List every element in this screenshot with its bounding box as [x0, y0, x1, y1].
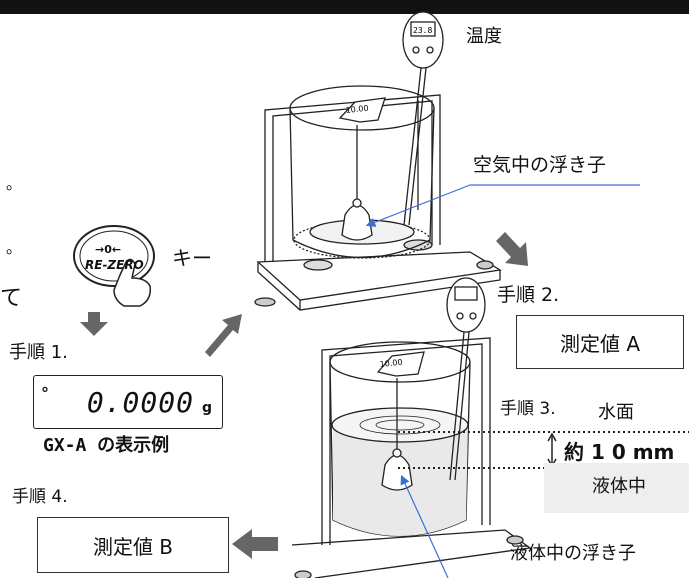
- value-a-text: 測定値 A: [559, 331, 641, 356]
- arrow-left-step4: [232, 529, 278, 559]
- arrow-diagonal-step2: [496, 232, 528, 266]
- arrow-diagonal-step1: [205, 314, 242, 357]
- rezero-key-text[interactable]: RE-ZERO: [85, 258, 144, 272]
- key-label: キー: [172, 246, 212, 270]
- lower-hook-value: 10.00: [379, 358, 403, 369]
- lcd-value: 0.0000: [86, 386, 194, 419]
- liquid-float-label: 液体中の浮き子: [510, 543, 636, 564]
- air-float-label: 空気中の浮き子: [473, 154, 607, 176]
- balance-lcd-display: ° 0.0000 g: [33, 375, 223, 429]
- liquid-float-leader: [400, 474, 449, 578]
- cut-text-dot-1: 。: [6, 174, 23, 193]
- value-b-text: 測定値 B: [92, 534, 174, 559]
- arrow-down-step1: [80, 312, 108, 336]
- air-float-leader: [365, 184, 471, 227]
- water-surface-label: 水面: [598, 402, 634, 423]
- upper-hook-value: 10.00: [345, 104, 369, 115]
- rezero-key-arrow: →0←: [95, 243, 122, 256]
- stable-indicator: °: [41, 384, 49, 403]
- in-liquid-shade: [544, 463, 689, 513]
- step1-label: 手順 1.: [9, 342, 68, 363]
- temperature-label: 温度: [466, 26, 502, 47]
- cut-text-dot-2: 。: [6, 238, 23, 257]
- step4-label: 手順 4.: [12, 487, 68, 507]
- lcd-unit: g: [201, 400, 212, 416]
- process-arrows: [80, 232, 528, 559]
- depth-10mm-label: 約 1 0 mm: [564, 440, 675, 464]
- display-example-caption: GX-A の表示例: [43, 435, 170, 456]
- upper-thermo-readout: 23.8: [413, 26, 432, 35]
- step3-label: 手順 3.: [500, 399, 556, 419]
- step2-label: 手順 2.: [497, 284, 560, 306]
- value-a-box: 測定値 A: [516, 315, 684, 369]
- cut-text-te: て: [0, 286, 23, 311]
- rezero-key-icon: [73, 225, 155, 307]
- value-b-box: 測定値 B: [37, 517, 229, 573]
- top-black-bar: [0, 0, 689, 14]
- upper-balance: [254, 11, 502, 311]
- lower-balance: [291, 277, 532, 578]
- in-liquid-label: 液体中: [592, 476, 646, 497]
